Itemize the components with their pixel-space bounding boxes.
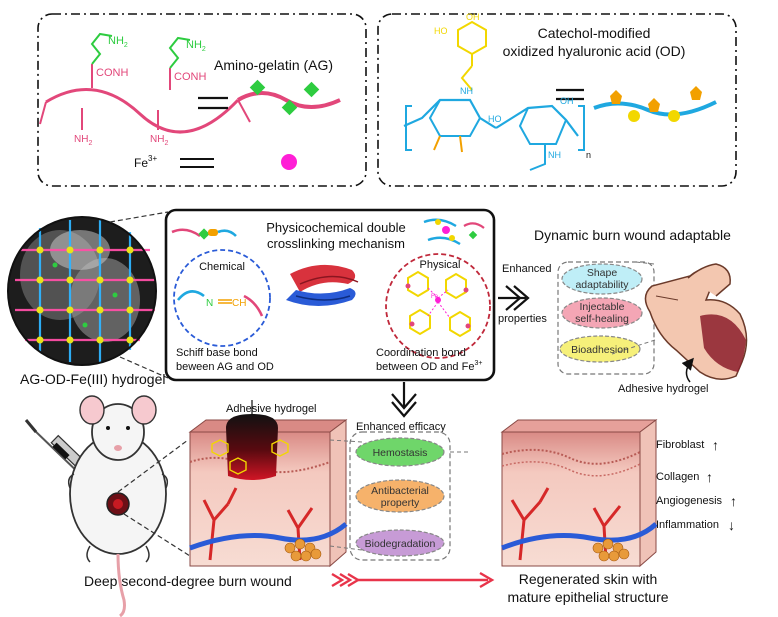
efficacy-ellipse-biodegradation: [355, 529, 445, 557]
enhanced-properties-line1: Enhanced: [502, 263, 552, 275]
eff-1-line1: Antibacterial: [371, 485, 429, 497]
mechanism-title-line2: crosslinking mechanism: [267, 236, 405, 251]
ag-side-chain-2: [168, 36, 191, 69]
mouse-illustration: [24, 395, 191, 617]
adhesive-hydrogel-top: Adhesive hydrogel: [226, 403, 317, 415]
outcome-2-arrow: ↑: [730, 493, 737, 509]
hydrogel-nodes: [36, 246, 134, 344]
efficacy-ellipse-antibacterial: [355, 479, 445, 513]
od-nh: NH: [460, 86, 473, 96]
ag-conh-2: CONH: [174, 71, 206, 83]
eff-1-line2: property: [381, 497, 420, 509]
ag-simplified-chain: [236, 91, 341, 109]
mechanism-title-line1: Physicochemical double: [266, 220, 405, 235]
outcome-3-arrow: ↓: [728, 517, 735, 533]
regen-line2: mature epithelial structure: [507, 589, 668, 605]
outcome-2-label: Angiogenesis: [656, 495, 723, 507]
handshake-icon: [286, 264, 359, 306]
od-ho-ring: HO: [488, 114, 502, 124]
outcome-0-label: Fibroblast: [656, 439, 704, 451]
od-nh-2: NH: [548, 150, 561, 160]
schiff-line2: beween AG and OD: [176, 361, 274, 373]
ag-nh2-low-1: NH2: [74, 134, 92, 147]
outcome-0-arrow: ↑: [712, 437, 719, 453]
od-oh-2: HO: [434, 26, 448, 36]
fe-center: Fe: [431, 294, 439, 300]
property-ellipse-injectable: [561, 297, 643, 329]
mechanism-box: [164, 208, 496, 382]
od-ring-2: [495, 104, 579, 137]
enhanced-properties-line2: properties: [498, 313, 547, 325]
ag-backbone: [45, 88, 240, 134]
burn-label: Deep second-degree burn wound: [84, 573, 292, 589]
burn-skin-block: [188, 400, 363, 568]
eff-0-line1: Hemostasis: [373, 447, 428, 459]
regenerated-skin-block: [500, 419, 658, 568]
prop-0-line1: Shape: [587, 267, 618, 279]
panel-od-border: [377, 13, 737, 187]
od-simplified-chain: [593, 100, 717, 117]
dynamic-title: Dynamic burn wound adaptable: [534, 227, 731, 243]
od-oh-3: OH: [560, 96, 574, 106]
prop-1-line2: self-healing: [575, 313, 629, 325]
coord-line1: Coordination bond: [376, 347, 466, 359]
fe-label: Fe3+: [134, 154, 157, 170]
efficacy-group: [349, 431, 451, 561]
chemical-circle: [173, 249, 271, 347]
outcome-1-label: Collagen: [656, 471, 699, 483]
schiff-line1: Schiff base bond: [176, 347, 258, 359]
regen-line1: Regenerated skin with: [519, 571, 658, 587]
prop-1-line1: Injectable: [580, 301, 625, 313]
chemical-label: Chemical: [199, 261, 245, 273]
od-marker-1: [610, 90, 622, 104]
eff-2-line1: Biodegradation: [365, 538, 436, 550]
outcome-3-label: Inflammation: [656, 519, 719, 531]
od-ring-1: [403, 98, 497, 129]
coord-line2: between OD and Fe3+: [376, 360, 482, 373]
fe-ion-dot: [281, 154, 297, 170]
schiff-n: N: [206, 298, 213, 309]
schiff-ch: CH: [232, 298, 246, 309]
chevron-arrow-right: [498, 285, 530, 311]
property-ellipse-shape: [561, 263, 643, 295]
physical-circle: [385, 253, 491, 359]
panel-od: [377, 13, 737, 187]
ag-label: Amino-gelatin (AG): [214, 57, 333, 73]
od-title-line2: oxidized hyaluronic acid (OD): [503, 43, 686, 59]
od-marker-3: [690, 86, 702, 100]
efficacy-ellipse-hemostasis: [355, 437, 445, 467]
arm-illustration: [611, 261, 748, 383]
ag-diamond-3: [303, 81, 320, 98]
ag-conh-1: CONH: [96, 67, 128, 79]
prop-2-line1: Bioadhesion: [571, 344, 629, 356]
ag-nh2-top-1: NH2: [108, 35, 128, 49]
outcome-1-arrow: ↑: [706, 469, 713, 485]
od-catechol-1: [628, 110, 640, 122]
property-ellipse-bioadhesion: [559, 335, 641, 363]
enhanced-efficacy: Enhanced efficacy: [356, 421, 446, 433]
prop-0-line2: adaptability: [575, 279, 629, 291]
panel-amino-gelatin: [37, 13, 367, 187]
ag-nh2-top-2: NH2: [186, 39, 206, 53]
progress-arrow: [331, 571, 495, 589]
catechol-ring: [457, 20, 487, 56]
ag-side-chain-1: [90, 32, 113, 65]
ag-nh2-low-2: NH2: [150, 134, 168, 147]
od-title-line1: Catechol-modified: [538, 25, 651, 41]
panel-ag-border: [37, 13, 367, 187]
hydrogel-label: AG-OD-Fe(III) hydrogel: [20, 371, 165, 387]
chevron-arrow-down: [391, 382, 417, 418]
od-n-sub: n: [586, 150, 591, 160]
hydrogel-photo: [7, 211, 169, 379]
physical-label: Physical: [420, 259, 461, 271]
od-oh-1: OH: [466, 12, 480, 22]
adhesive-hydrogel-right: Adhesive hydrogel: [618, 383, 709, 395]
adhesive-hydrogel-plug: [226, 414, 278, 480]
